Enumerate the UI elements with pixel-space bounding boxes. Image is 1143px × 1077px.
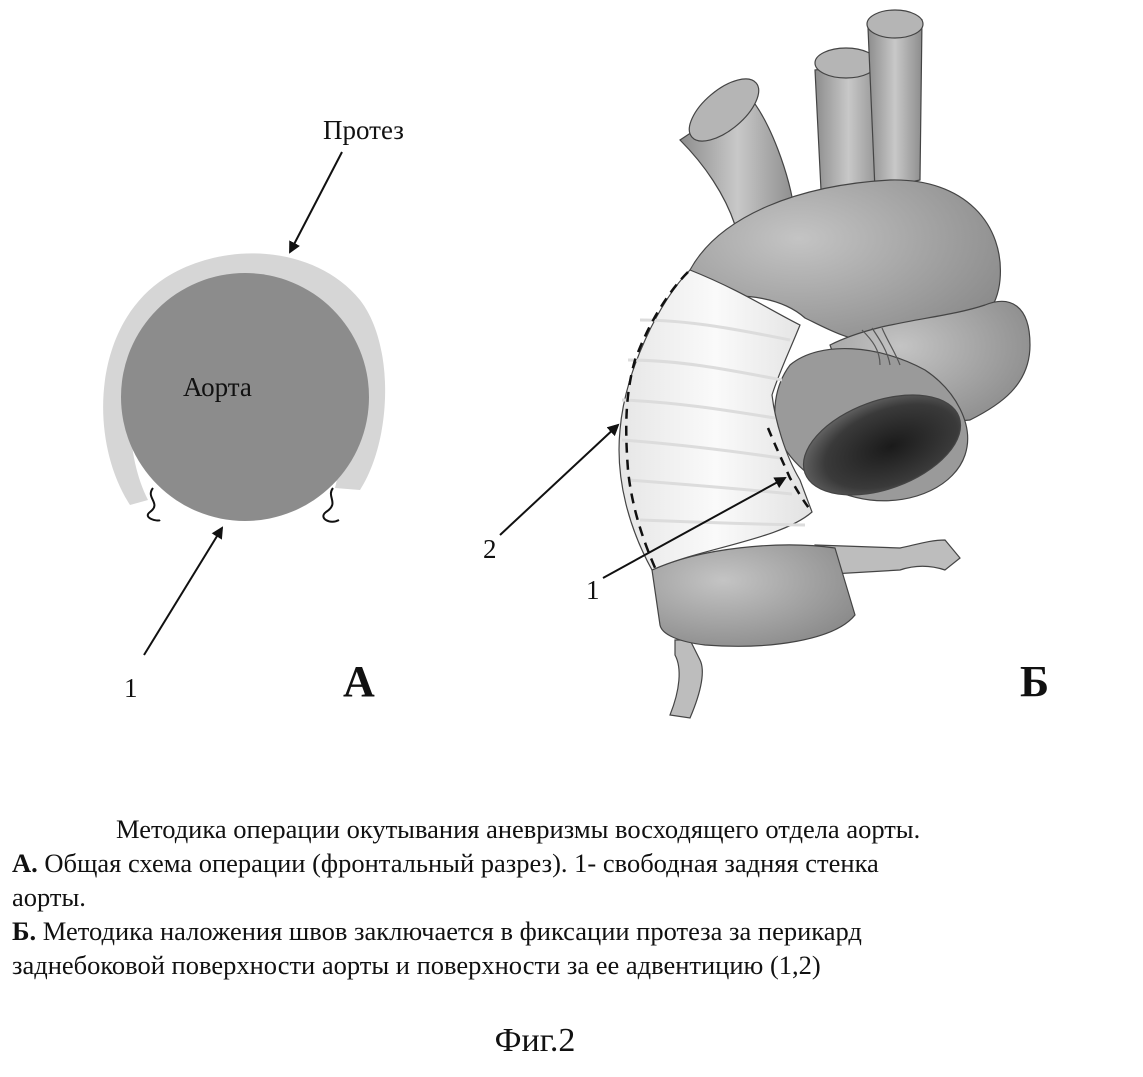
label-b-2: 2: [483, 534, 497, 564]
caption: Методика операции окутывания аневризмы в…: [12, 812, 1137, 982]
caption-b: Б. Методика наложения швов заключается в…: [12, 914, 1137, 948]
prosthesis-arrow: [290, 152, 342, 252]
caption-b-key: Б.: [12, 916, 36, 946]
caption-intro: Методика операции окутывания аневризмы в…: [12, 812, 1137, 846]
label-b-1: 1: [586, 575, 600, 605]
caption-a-continuation: аорты.: [12, 880, 1137, 914]
panel-a: Протез Аорта 1 А: [103, 115, 404, 706]
label-a-1: 1: [124, 673, 138, 703]
aortic-root: [652, 545, 855, 646]
bottom-root-vessel: [670, 640, 702, 718]
caption-b-continuation: заднебоковой поверхности аорты и поверхн…: [12, 948, 1137, 982]
figure-title: Фиг.2: [0, 1022, 1070, 1060]
middle-branch-opening: [815, 48, 877, 78]
right-branch-opening: [867, 10, 923, 38]
caption-b-text: Методика наложения швов заключается в фи…: [36, 916, 862, 946]
wall-arrow: [144, 528, 222, 655]
caption-a-text: Общая схема операции (фронтальный разрез…: [38, 848, 879, 878]
suture-right: [323, 488, 339, 522]
caption-a-key: А.: [12, 848, 38, 878]
label-prosthesis: Протез: [323, 115, 404, 145]
figure-illustration: Протез Аорта 1 А: [0, 0, 1143, 800]
arrow-2: [500, 425, 618, 535]
right-branch-vessel: [868, 20, 922, 190]
panel-b: 2 1 Б: [483, 10, 1049, 718]
caption-a: А. Общая схема операции (фронтальный раз…: [12, 846, 1137, 880]
suture-left: [148, 488, 160, 521]
label-aorta: Аорта: [183, 372, 252, 402]
panel-b-letter: Б: [1020, 657, 1049, 706]
panel-a-letter: А: [343, 657, 375, 706]
